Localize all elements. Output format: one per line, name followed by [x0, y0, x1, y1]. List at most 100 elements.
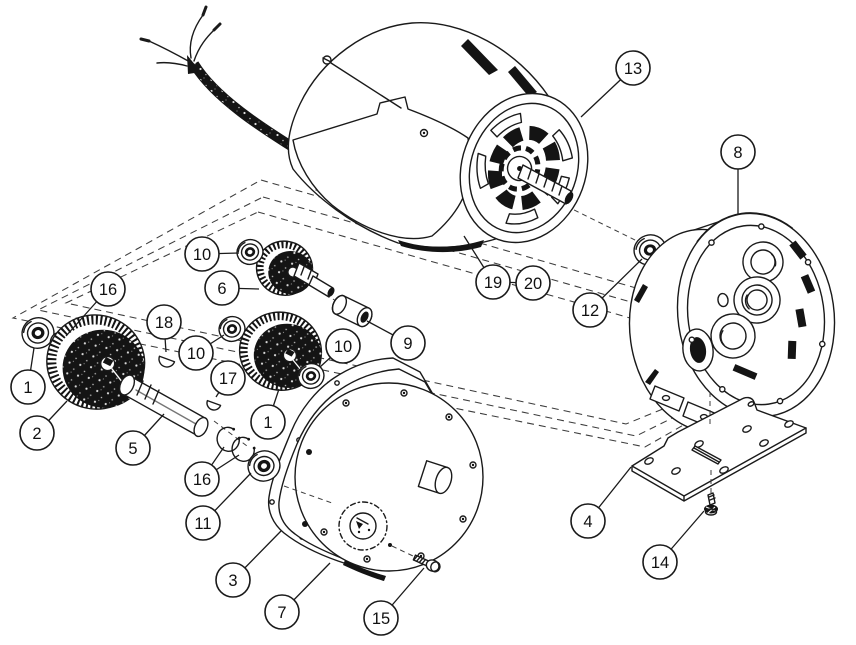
flange-holes — [688, 223, 826, 405]
callout-gear-wheel: 1 — [250, 404, 286, 440]
callout-bubble — [475, 264, 511, 300]
callout-number: 14 — [651, 554, 669, 572]
callout-bubble — [19, 415, 55, 451]
callout-number: 10 — [193, 246, 211, 264]
callout-number: 18 — [155, 314, 173, 332]
callout-ball-bearing: 1 — [10, 369, 46, 405]
callout-bubble — [390, 325, 426, 361]
small-bearing-10b — [218, 315, 246, 343]
flange-screws — [302, 449, 312, 527]
callout-bubble — [325, 328, 361, 364]
callout-bubble — [184, 461, 220, 497]
callout-number: 16 — [99, 281, 117, 299]
callout-bubble — [185, 505, 221, 541]
mounting-screw-14 — [704, 392, 718, 516]
callout-large-gear: 2 — [19, 415, 55, 451]
callout-bubble — [572, 292, 608, 328]
callout-bubble — [515, 265, 551, 301]
callout-gearbox-cover: 7 — [264, 594, 300, 630]
callout-bubble — [615, 50, 651, 86]
callout-motor-assembly: 19 — [475, 264, 511, 300]
callout-retaining-washer: 16 — [90, 271, 126, 307]
callout-motor-end-shield: 13 — [615, 50, 651, 86]
callout-bubble — [264, 594, 300, 630]
callout-bubble — [250, 404, 286, 440]
shaft-key-18 — [158, 355, 176, 368]
front-bearing-11 — [247, 450, 281, 482]
callout-output-shaft: 5 — [115, 430, 151, 466]
callout-hex-bolt: 15 — [363, 600, 399, 636]
callout-mounting-screw: 14 — [642, 544, 678, 580]
callout-number: 10 — [334, 338, 352, 356]
callout-number: 12 — [581, 302, 599, 320]
motor-assembly — [139, 5, 589, 253]
callout-gear-housing: 8 — [720, 134, 756, 170]
shaft-key-17 — [206, 399, 222, 411]
output-boss — [417, 460, 453, 495]
callout-bubble — [146, 304, 182, 340]
callout-spacer-sleeve: 9 — [390, 325, 426, 361]
callout-bubble — [210, 360, 246, 396]
callout-gasket-backplate: 3 — [215, 562, 251, 598]
hex-bolt-15 — [412, 554, 441, 573]
callout-snap-rings: 16 — [184, 461, 220, 497]
callout-small-bearing: 10 — [325, 328, 361, 364]
lead-wires — [139, 5, 222, 67]
callout-shaft-key: 17 — [210, 360, 246, 396]
callout-bubble — [215, 562, 251, 598]
callout-number: 9 — [403, 335, 412, 353]
callout-mounting-bracket: 4 — [570, 503, 606, 539]
callout-bubble — [115, 430, 151, 466]
motor-end-shield — [459, 92, 589, 244]
stator-windings — [487, 125, 561, 211]
spacer-sleeve-9 — [331, 294, 373, 328]
gearbox-cover-group — [267, 357, 484, 581]
callout-motor-assembly: 20 — [515, 265, 551, 301]
callout-number: 10 — [187, 345, 205, 363]
callout-number: 11 — [194, 515, 211, 533]
callout-number: 3 — [228, 572, 237, 590]
output-shaft-5 — [118, 374, 209, 438]
callout-number: 7 — [277, 604, 286, 622]
housing-ribs — [787, 240, 816, 360]
callout-number: 16 — [193, 471, 211, 489]
small-bearing-10c — [297, 362, 325, 390]
callout-number: 20 — [524, 275, 542, 293]
bearing-bores — [682, 241, 784, 372]
callout-small-bearing: 10 — [178, 335, 214, 371]
callout-number: 1 — [263, 414, 272, 432]
cover-dome — [294, 382, 484, 572]
pinion-gear-shaft-6 — [255, 240, 335, 298]
callout-number: 1 — [23, 379, 32, 397]
callout-shaft-key: 18 — [146, 304, 182, 340]
callout-number: 17 — [219, 370, 237, 388]
callout-bubble — [363, 600, 399, 636]
callout-bubble — [642, 544, 678, 580]
callout-number: 13 — [624, 60, 642, 78]
cord-end — [187, 55, 201, 74]
callout-bubble — [10, 369, 46, 405]
center-emboss — [338, 501, 388, 551]
callout-small-bearing: 10 — [184, 236, 220, 272]
callout-bubble — [178, 335, 214, 371]
callout-bubble — [720, 134, 756, 170]
callout-pinion-gear-shaft: 6 — [204, 270, 240, 306]
callout-front-bearing: 11 — [185, 505, 221, 541]
callout-bubble — [90, 271, 126, 307]
small-bearing-10a — [236, 238, 264, 266]
callout-number: 8 — [733, 144, 742, 162]
callout-number: 15 — [372, 610, 390, 628]
callout-bubble — [184, 236, 220, 272]
callout-number: 19 — [484, 274, 502, 292]
bearing-1-left — [21, 317, 55, 349]
callout-bubble — [204, 270, 240, 306]
mounting-bracket-4 — [631, 396, 807, 502]
callout-bubble — [570, 503, 606, 539]
callout-number: 2 — [32, 425, 41, 443]
callout-motor-bearing: 12 — [572, 292, 608, 328]
callout-number: 4 — [583, 513, 592, 531]
callout-number: 6 — [217, 280, 226, 298]
